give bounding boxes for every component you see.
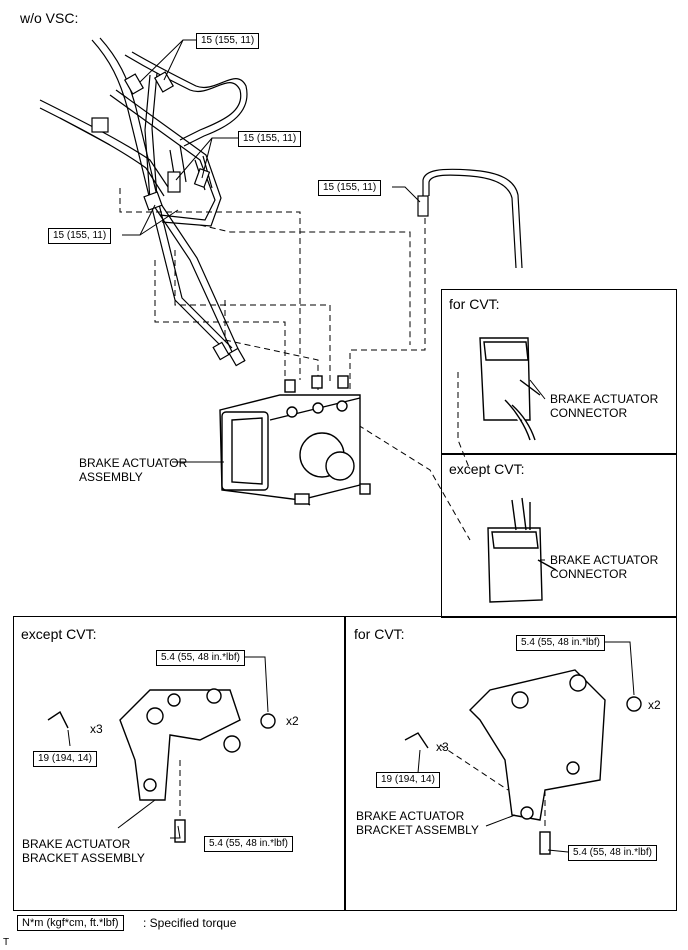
leader-lines xyxy=(67,39,635,853)
panel-title-except-cvt-top: except CVT: xyxy=(449,461,525,477)
torque-spec-4: 15 (155, 11) xyxy=(48,228,112,244)
brake-tubes xyxy=(39,37,248,366)
torque-bracket-nut-cvt: 5.4 (55, 48 in.*lbf) xyxy=(516,635,605,651)
tube-fittings xyxy=(91,71,429,367)
connector-cvt-label-line2: CONNECTOR xyxy=(550,406,628,420)
panel-for-cvt-bottom xyxy=(344,616,677,911)
bracket-except-cvt-drawing xyxy=(47,688,276,843)
bracket-cvt-label-line2: BRACKET ASSEMBLY xyxy=(356,823,479,837)
panel-except-cvt-top xyxy=(441,453,677,618)
bracket-except-cvt-label-line2: BRACKET ASSEMBLY xyxy=(22,851,145,865)
variant-label: w/o VSC: xyxy=(20,10,79,26)
panel-title-except-cvt-bottom: except CVT: xyxy=(21,626,97,642)
connector-except-cvt-label-line2: CONNECTOR xyxy=(550,567,628,581)
torque-spec-2: 15 (155, 11) xyxy=(238,131,302,147)
torque-spec-3: 15 (155, 11) xyxy=(318,180,382,196)
panel-title-for-cvt-top: for CVT: xyxy=(449,296,500,312)
actuator-assembly-label-line2: ASSEMBLY xyxy=(79,470,143,484)
brake-actuator-assembly-drawing xyxy=(219,375,371,506)
bracket-except-cvt-label-line1: BRAKE ACTUATOR xyxy=(22,837,131,851)
panel-title-for-cvt-bottom: for CVT: xyxy=(354,626,405,642)
torque-bracket-bolt-except-cvt: 19 (194, 14) xyxy=(33,751,97,767)
connector-cvt-drawing xyxy=(479,337,541,441)
panel-except-cvt-bottom xyxy=(13,616,346,911)
connector-cvt-label-line1: BRAKE ACTUATOR xyxy=(550,392,659,406)
qty-x2-except-cvt: x2 xyxy=(286,714,299,728)
qty-x3-cvt: x3 xyxy=(436,740,449,754)
legend-unit-box: N*m (kgf*cm, ft.*lbf) xyxy=(17,915,124,931)
qty-x2-cvt: x2 xyxy=(648,698,661,712)
bracket-cvt-label-line1: BRAKE ACTUATOR xyxy=(356,809,465,823)
torque-bracket-lower-cvt: 5.4 (55, 48 in.*lbf) xyxy=(568,845,657,861)
torque-bracket-nut-except-cvt: 5.4 (55, 48 in.*lbf) xyxy=(156,650,245,666)
connector-except-cvt-label-line1: BRAKE ACTUATOR xyxy=(550,553,659,567)
torque-spec-1: 15 (155, 11) xyxy=(196,33,260,49)
torque-bracket-bolt-cvt: 19 (194, 14) xyxy=(376,772,440,788)
panel-for-cvt-top xyxy=(441,289,677,455)
actuator-assembly-label-line1: BRAKE ACTUATOR xyxy=(79,456,188,470)
connector-except-cvt-drawing xyxy=(487,497,557,603)
bracket-cvt-drawing xyxy=(404,669,642,855)
legend-description: : Specified torque xyxy=(143,916,237,930)
qty-x3-except-cvt: x3 xyxy=(90,722,103,736)
right-brake-tube xyxy=(422,168,523,269)
torque-bracket-lower-except-cvt: 5.4 (55, 48 in.*lbf) xyxy=(204,836,293,852)
footer-mark: T xyxy=(3,937,10,948)
